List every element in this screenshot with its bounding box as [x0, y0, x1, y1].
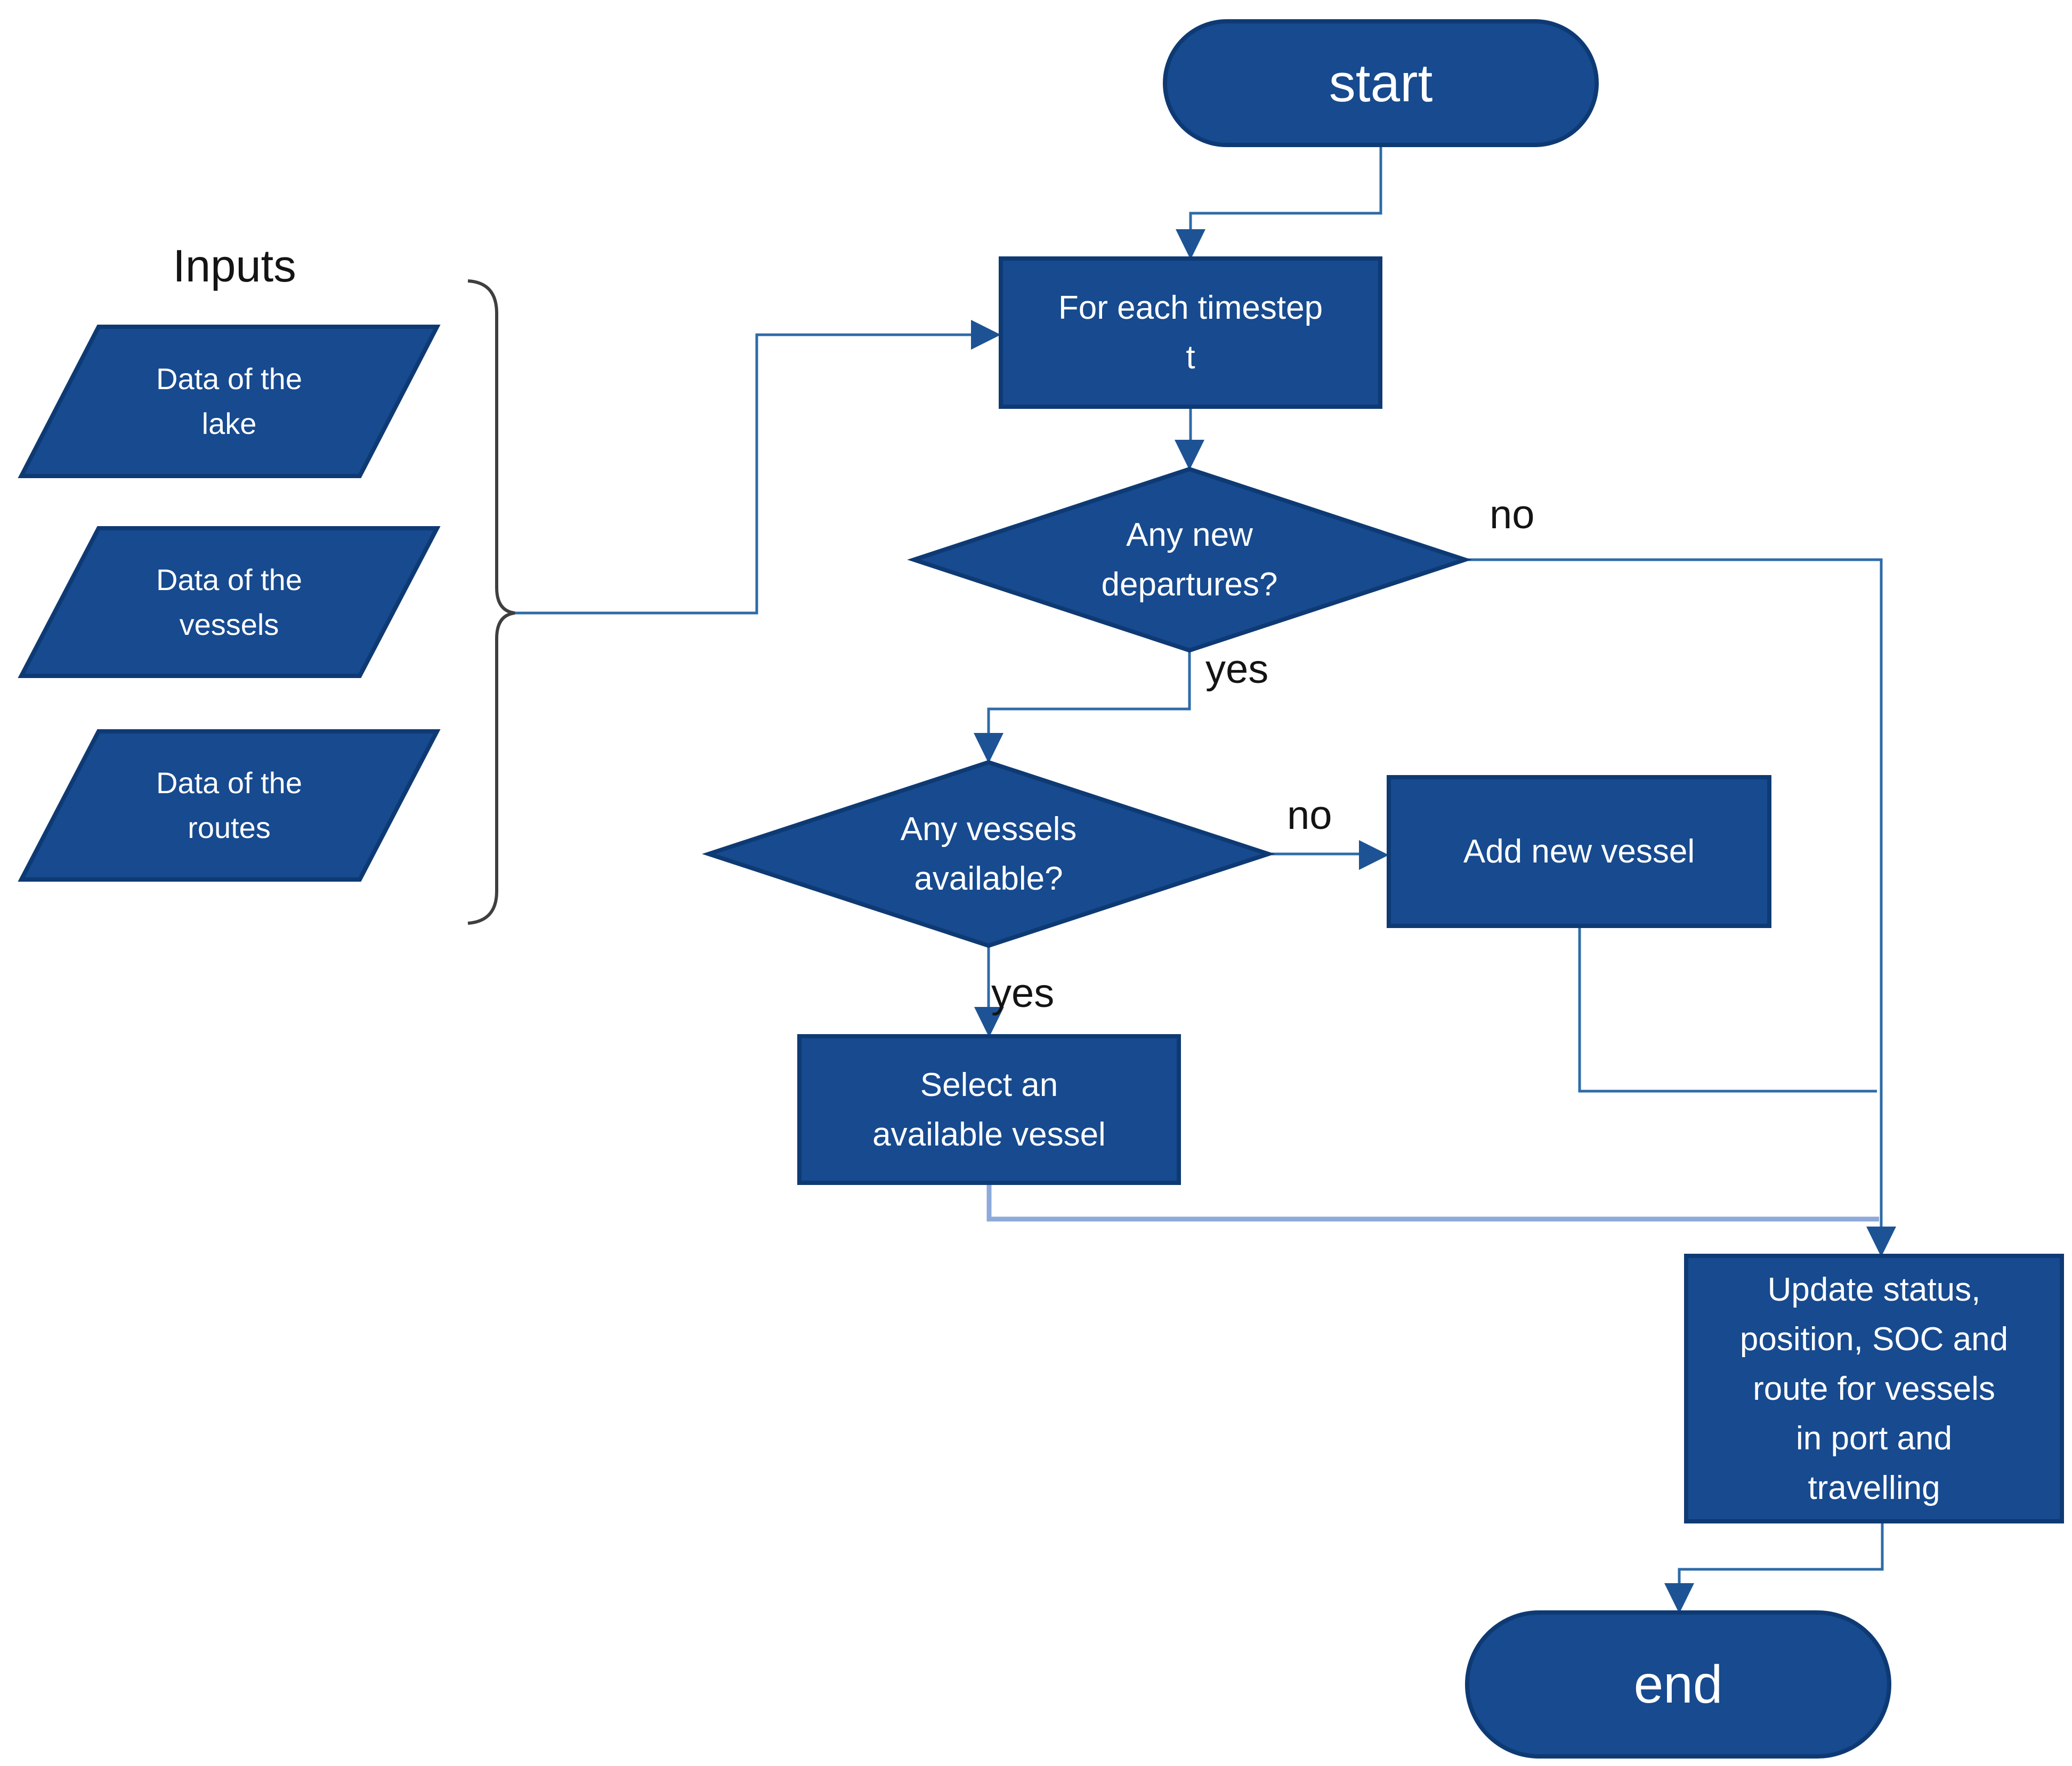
update-node-shape: [1684, 1254, 2064, 1523]
select-vessel-node-shape: [797, 1034, 1181, 1185]
edge-start-to-timestep: [1189, 146, 1382, 230]
arrowhead-into-departures: [1175, 440, 1204, 470]
end-node-shape: [1465, 1610, 1891, 1759]
input-routes-shape: [18, 729, 441, 882]
timestep-node-label: For each timestep t: [1058, 289, 1323, 376]
arrowhead-into-update: [1866, 1227, 1896, 1257]
arrowhead-into-timestep-left: [971, 320, 1001, 350]
input-lake-shape: [18, 325, 441, 478]
arrowhead-into-select-vessel: [974, 1007, 1004, 1037]
departures-yes-label: yes: [1205, 647, 1269, 692]
edge-select-to-update: [986, 1184, 1879, 1222]
arrowhead-into-end: [1664, 1583, 1694, 1614]
add-vessel-node-label: Add new vessel: [1463, 833, 1695, 870]
start-node-label: start: [1329, 53, 1433, 113]
input-vessels-shape: [18, 526, 441, 678]
arrowhead-into-add-vessel: [1359, 840, 1389, 870]
start-node-shape: [1163, 19, 1599, 147]
edge-add-to-update: [1578, 927, 1877, 1093]
edge-departures-yes-to-vessels: [987, 650, 1191, 734]
vessels-diamond-shape: [702, 760, 1275, 948]
arrowhead-into-timestep-top: [1176, 229, 1205, 260]
vessels-no-label: no: [1287, 793, 1332, 838]
departures-no-label: no: [1490, 492, 1535, 537]
edge-inputs-to-timestep: [515, 333, 971, 615]
update-node-label: Update status, position, SOC and route f…: [1739, 1271, 2009, 1506]
add-vessel-node-shape: [1387, 775, 1771, 928]
input-routes-label: Data of the routes: [156, 766, 302, 844]
departures-diamond-shape: [907, 466, 1472, 653]
edge-update-to-end: [1678, 1522, 1884, 1584]
arrowhead-into-vessels: [974, 733, 1003, 763]
vessels-diamond-label: Any vessels available?: [900, 811, 1077, 897]
inputs-brace: [467, 279, 515, 925]
timestep-node-shape: [999, 256, 1382, 409]
edge-departures-no-to-update: [1465, 558, 1883, 1228]
departures-diamond-label: Any new departures?: [1101, 517, 1278, 603]
inputs-group-label: Inputs: [173, 241, 296, 292]
vessels-yes-label: yes: [991, 971, 1055, 1016]
select-vessel-node-label: Select an available vessel: [872, 1066, 1106, 1153]
input-vessels-label: Data of the vessels: [156, 562, 302, 641]
end-node-label: end: [1633, 1655, 1723, 1714]
input-lake-label: Data of the lake: [156, 362, 302, 440]
